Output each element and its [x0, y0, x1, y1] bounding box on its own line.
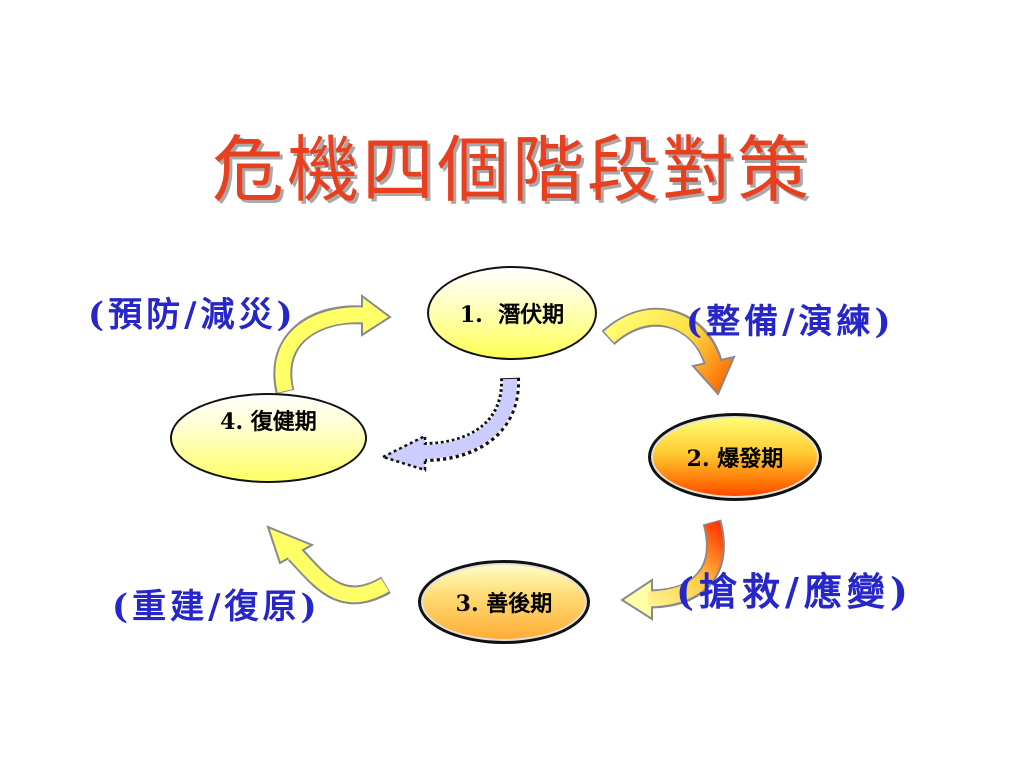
arrow-latent-to-outbreak [601, 307, 736, 396]
strategy-response-label: (搶救/應變) [676, 569, 913, 614]
strategy-preparedness-label: (整備/演練) [686, 302, 895, 342]
stage-latent-label: 1. 潛伏期 [459, 302, 565, 328]
dotted-arrow-latent-to-recovery [379, 377, 521, 472]
stage-outbreak-label: 2. 爆發期 [686, 446, 784, 472]
arrow-outbreak-to-aftermath [620, 519, 725, 621]
arrow-recovery-to-latent [273, 294, 392, 395]
stage-outbreak-ellipse: 2. 爆發期 [648, 413, 822, 501]
stage-recovery-label: 4. 復健期 [220, 409, 317, 435]
stage-recovery-ellipse: 4. 復健期 [170, 393, 367, 483]
stage-aftermath-label: 3. 善後期 [455, 591, 553, 617]
strategy-reconstruction-label: (重建/復原) [112, 587, 321, 627]
strategy-prevention-label: (預防/減災) [88, 295, 297, 335]
stage-aftermath-ellipse: 3. 善後期 [418, 560, 590, 644]
slide-title: 危機四個階段對策 [211, 128, 812, 212]
arrow-aftermath-to-recovery [266, 525, 391, 605]
stage-latent-ellipse: 1. 潛伏期 [427, 266, 597, 360]
